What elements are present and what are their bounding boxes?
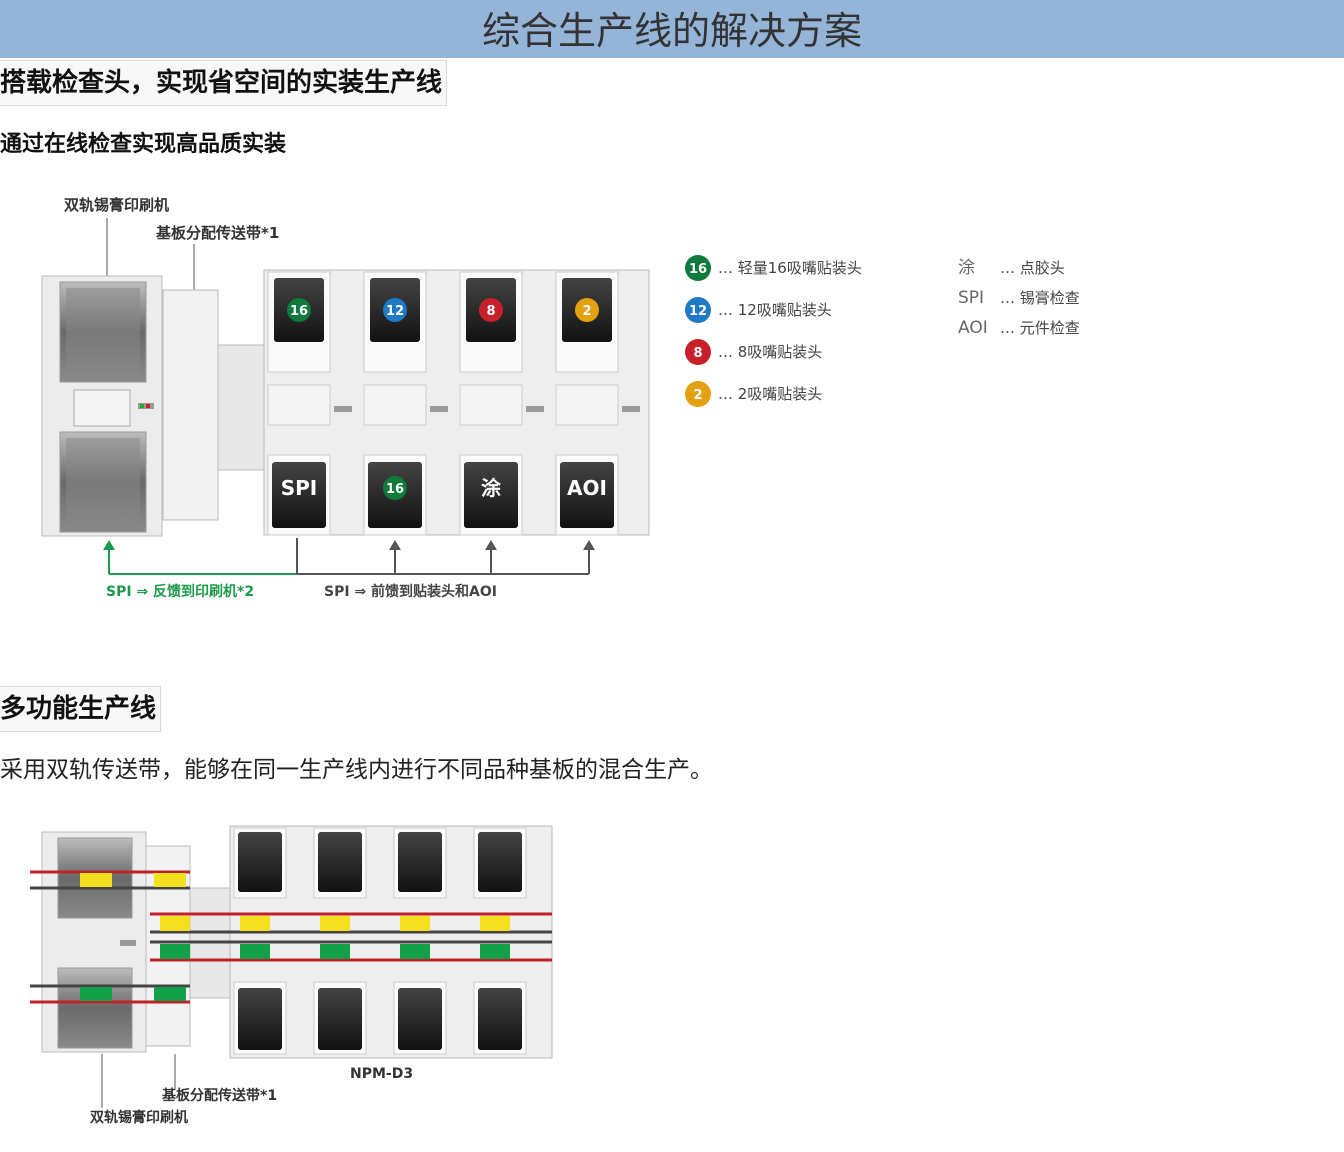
dual-rails: [30, 870, 552, 1004]
legend-text: … 轻量16吸嘴贴装头: [718, 259, 862, 277]
label-conveyor: 基板分配传送带*1: [155, 224, 279, 242]
bottom-head-label: 涂: [481, 476, 502, 500]
legend-text: … 12吸嘴贴装头: [718, 301, 832, 319]
legend-badge: [685, 255, 711, 281]
label-printer-2: 双轨锡膏印刷机: [90, 1109, 188, 1126]
bottom-head-label: AOI: [567, 476, 607, 500]
top-head-label: 12: [386, 304, 404, 319]
legend-badge: [685, 339, 711, 365]
legend-badge-label: 2: [693, 388, 702, 403]
dual-lane-diagram: NPM-D3 基板分配传送带*1 双轨锡膏印刷机: [30, 825, 553, 1126]
legend-text: … 锡膏检查: [1000, 289, 1080, 307]
top-head-badge: [479, 298, 503, 322]
legend-left: 16 … 轻量16吸嘴贴装头 12 … 12吸嘴贴装头 8 … 8吸嘴贴装头 2 … 2吸嘴贴…: [685, 255, 862, 407]
legend-right: 涂 … 点胶头 SPI … 锡膏检查 AOI … 元件检查: [958, 258, 1080, 338]
printer-machine: [41, 275, 163, 537]
page-banner: 综合生产线的解决方案: [0, 0, 1344, 58]
bottom-head-label: SPI: [281, 476, 318, 500]
feedback-label: SPI ⇒ 反馈到印刷机*2: [106, 583, 254, 600]
bottom-head-label: 16: [386, 482, 404, 497]
legend-badge: [685, 297, 711, 323]
label-conveyor-2: 基板分配传送带*1: [162, 1087, 277, 1104]
legend-badge-label: 12: [689, 304, 707, 319]
section2-heading: 多功能生产线: [0, 686, 162, 732]
top-head-label: 8: [486, 304, 495, 319]
legend-text: … 元件检查: [1000, 319, 1080, 337]
top-head-badge: [575, 298, 599, 322]
feedback-arrows: [103, 538, 595, 575]
top-head-badge: [287, 298, 311, 322]
legend-text: … 2吸嘴贴装头: [718, 385, 822, 403]
top-head-label: 2: [582, 304, 591, 319]
top-head-label: 16: [290, 304, 308, 319]
top-head-badge: [383, 298, 407, 322]
printer-machine-2: [41, 831, 147, 1053]
section1-subheading: 通过在线检查实现高品质实装: [0, 132, 287, 157]
banner-title: 综合生产线的解决方案: [481, 9, 862, 53]
legend-badge: [685, 381, 711, 407]
legend-text: … 8吸嘴贴装头: [718, 343, 822, 361]
section1-heading: 搭载检查头，实现省空间的实装生产线: [0, 60, 448, 106]
legend-key: SPI: [958, 288, 984, 308]
model-label: NPM-D3: [350, 1066, 413, 1082]
section2-paragraph: 采用双轨传送带，能够在同一生产线内进行不同品种基板的混合生产。: [0, 757, 713, 783]
feedforward-label: SPI ⇒ 前馈到贴装头和AOI: [324, 583, 497, 600]
bottom-head-badge: [383, 476, 407, 500]
legend-key: 涂: [958, 258, 975, 278]
legend-badge-label: 8: [693, 346, 702, 361]
label-printer: 双轨锡膏印刷机: [64, 196, 169, 214]
legend-text: … 点胶头: [1000, 259, 1065, 277]
legend-badge-label: 16: [689, 262, 707, 277]
legend-key: AOI: [958, 318, 988, 338]
